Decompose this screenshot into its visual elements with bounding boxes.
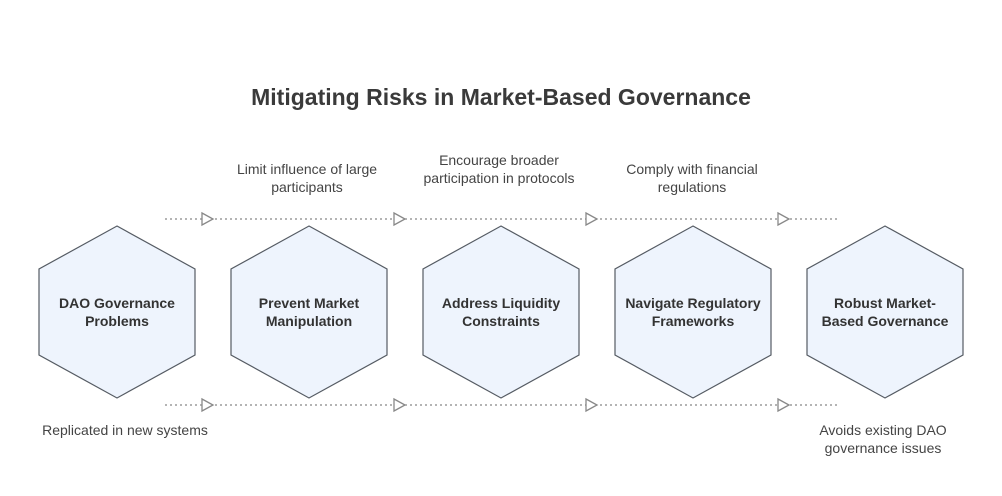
bottom-arrowhead-1 [201,397,215,413]
step-hexagon-4 [614,225,772,399]
top-note-comply-regulations: Comply with financial regulations [626,161,758,195]
top-arrowhead-4 [777,211,791,227]
step-hexagon-2 [230,225,388,399]
top-arrowhead-3 [585,211,599,227]
top-arrowhead-1 [201,211,215,227]
top-arrowhead-2 [393,211,407,227]
step-label-navigate-regulatory-frameworks: Navigate Regulatory Frameworks [625,295,761,329]
step-hexagon-5 [806,225,964,399]
bottom-arrowhead-2 [393,397,407,413]
top-note-encourage-participation: Encourage broader participation in proto… [423,152,575,186]
top-note-limit-influence: Limit influence of large participants [236,161,378,195]
step-hexagon-1 [38,225,196,399]
bottom-note-avoids-issues: Avoids existing DAO governance issues [819,422,947,456]
bottom-arrowhead-4 [777,397,791,413]
step-label-address-liquidity-constraints: Address Liquidity Constraints [441,295,561,329]
diagram-title: Mitigating Risks in Market-Based Governa… [251,84,751,110]
bottom-note-replicated: Replicated in new systems [42,422,208,438]
step-label-robust-market-based-governance: Robust Market-Based Governance [821,295,949,329]
step-label-dao-governance-problems: DAO Governance Problems [59,295,175,329]
step-label-prevent-market-manipulation: Prevent Market Manipulation [258,295,360,329]
bottom-arrowhead-3 [585,397,599,413]
step-hexagon-3 [422,225,580,399]
